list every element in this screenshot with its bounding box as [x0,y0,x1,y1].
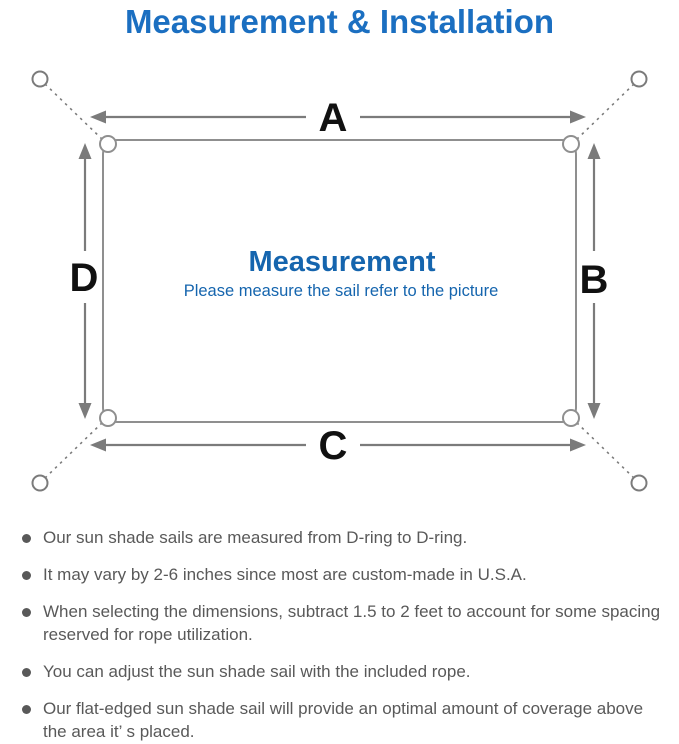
anchor-point-circle-top-left [31,70,49,88]
anchor-point-circle-top-right [630,70,648,88]
dimension-b-arrowhead-up-icon [587,143,601,159]
bullet-icon [22,607,31,617]
dimension-label-a: A [319,96,348,140]
dimension-label-d: D [70,256,99,300]
diagram-center-title: Measurement [249,246,436,278]
note-text: When selecting the dimensions, subtract … [43,601,661,644]
sail-rectangle [102,139,577,423]
rope-dashed-line-top-left [44,83,105,142]
bullet-icon [22,704,31,714]
list-item: You can adjust the sun shade sail with t… [22,661,669,684]
dimension-label-b: B [580,258,609,302]
bullet-icon [22,667,31,677]
dimension-c-arrowhead-left-icon [90,438,106,452]
d-ring-icon-bottom-left [99,409,117,427]
d-ring-icon-bottom-right [562,409,580,427]
list-item: When selecting the dimensions, subtract … [22,601,669,647]
note-text: Our sun shade sails are measured from D-… [43,528,468,547]
notes-list: Our sun shade sails are measured from D-… [22,527,669,744]
d-ring-icon-top-left [99,135,117,153]
list-item: Our sun shade sails are measured from D-… [22,527,669,550]
rope-dashed-line-bottom-left [44,420,105,479]
d-ring-icon-top-right [562,135,580,153]
rope-dashed-line-top-right [574,83,635,142]
note-text: It may vary by 2-6 inches since most are… [43,564,527,584]
dimension-a-arrowhead-left-icon [90,110,106,124]
note-text: You can adjust the sun shade sail with t… [43,661,471,681]
page-title: Measurement & Installation [124,3,555,40]
note-text: Our flat-edged sun shade sail will provi… [43,698,644,741]
dimension-a-arrowhead-right-icon [570,110,586,124]
dimension-d-arrowhead-down-icon [78,403,92,419]
list-item: Our flat-edged sun shade sail will provi… [22,698,669,744]
bullet-icon [22,534,31,543]
anchor-point-circle-bottom-left [31,474,49,492]
rope-dashed-line-bottom-right [574,420,635,479]
dimension-b-arrowhead-down-icon [587,403,601,419]
dimension-c-arrowhead-right-icon [570,438,586,452]
anchor-point-circle-bottom-right [630,474,648,492]
sail-diagram-svg: A B C D Measurement Please measure the s… [31,70,648,492]
bullet-icon [22,570,31,580]
diagram-center-subtitle: Please measure the sail refer to the pic… [184,282,499,300]
measurement-diagram: A B C D Measurement Please measure the s… [0,55,679,515]
dimension-d-arrowhead-up-icon [78,143,92,159]
list-item: It may vary by 2-6 inches since most are… [22,564,669,587]
dimension-label-c: C [319,424,348,468]
